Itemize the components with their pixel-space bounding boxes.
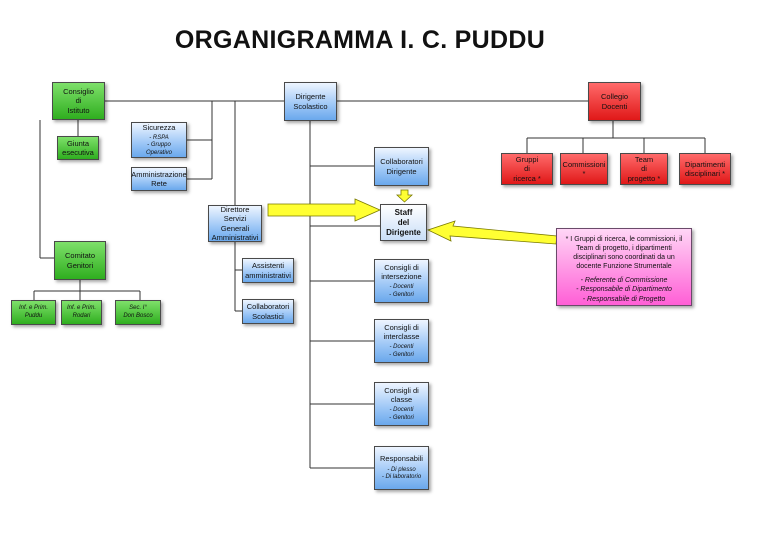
node-label: Giunta esecutiva	[62, 138, 94, 157]
genitori-rodari-box: Inf. e Prim. Rodari	[61, 300, 102, 325]
team-progetto-box: Team di progetto *	[620, 153, 668, 185]
consigli-intersezione-box: Consigli di intersezione - Docenti - Gen…	[374, 259, 429, 303]
node-label: Assistenti amministrativi	[245, 261, 291, 280]
comitato-genitori-box: Comitato Genitori	[54, 241, 106, 280]
staff-dirigente-box: Staff del Dirigente	[380, 204, 427, 241]
direttore-sga-box: Direttore Servizi Generali Amministrativ…	[208, 205, 262, 242]
collaboratori-scolastici-box: Collaboratori Scolastici	[242, 299, 294, 324]
note-item: - Referente di Commissione	[580, 277, 668, 285]
node-label: Inf. e Prim. Rodari	[66, 305, 96, 319]
node-label: Collaboratori Scolastici	[246, 302, 290, 321]
node-label: Consigli di interclasse	[383, 322, 420, 341]
consigli-classe-box: Consigli di classe - Docenti - Genitori	[374, 382, 429, 426]
node-label: Commissioni *	[562, 159, 606, 178]
collaboratori-dirigente-box: Collaboratori Dirigente	[374, 147, 429, 186]
amministrazione-rete-box: Amministrazione Rete	[131, 167, 187, 191]
node-items: - Docenti - Genitori	[389, 407, 414, 421]
sicurezza-box: Sicurezza - RSPA - Gruppo Operativo	[131, 122, 187, 158]
giunta-esecutiva-box: Giunta esecutiva	[57, 136, 99, 160]
funzione-strumentale-note: * I Gruppi di ricerca, le commissioni, i…	[556, 228, 692, 306]
highlight-arrows	[267, 189, 558, 245]
commissioni-box: Commissioni *	[560, 153, 608, 185]
dipartimenti-disciplinari-box: Dipartimenti disciplinari *	[679, 153, 731, 185]
diagram-title: ORGANIGRAMMA I. C. PUDDU	[174, 26, 546, 54]
assistenti-amministrativi-box: Assistenti amministrativi	[242, 258, 294, 283]
note-item: - Responsabile di Dipartimento	[576, 286, 672, 294]
note-list: - Referente di Commissione - Responsabil…	[561, 276, 687, 303]
node-label: Gruppi di ricerca *	[513, 154, 541, 183]
node-label: Responsabili	[380, 454, 423, 464]
node-label: Comitato Genitori	[64, 251, 95, 270]
node-label: Dipartimenti disciplinari *	[684, 159, 726, 178]
responsabili-box: Responsabili - Di plesso - Di laboratori…	[374, 446, 429, 490]
node-label: Sicurezza	[142, 122, 176, 132]
node-label: Consigli di intersezione	[381, 262, 422, 281]
node-label: Sec. I° Don Bosco	[123, 305, 153, 319]
node-label: Consiglio di Istituto	[63, 86, 94, 115]
node-label: Collaboratori Dirigente	[380, 157, 423, 176]
node-label: Collegio Docenti	[600, 92, 629, 111]
node-label: Consigli di classe	[384, 385, 419, 404]
node-label: Inf. e Prim. Puddu	[18, 305, 48, 319]
genitori-puddu-box: Inf. e Prim. Puddu	[11, 300, 56, 325]
node-label: Team di progetto *	[627, 154, 661, 183]
consigli-interclasse-box: Consigli di interclasse - Docenti - Geni…	[374, 319, 429, 363]
gruppi-ricerca-box: Gruppi di ricerca *	[501, 153, 553, 185]
node-label: Staff del Dirigente	[386, 207, 421, 237]
node-label: Direttore Servizi Generali Amministrativ…	[211, 204, 259, 242]
note-item: - Responsabile di Progetto	[582, 295, 666, 303]
node-items: - Di plesso - Di laboratorio	[381, 466, 422, 481]
node-items: - Docenti - Genitori	[389, 344, 414, 358]
node-label: Amministrazione Rete	[131, 169, 187, 188]
genitori-donbosco-box: Sec. I° Don Bosco	[115, 300, 161, 325]
node-items: - Docenti - Genitori	[389, 284, 414, 298]
node-items: - RSPA - Gruppo Operativo	[145, 134, 172, 156]
consiglio-istituto-box: Consiglio di Istituto	[52, 82, 105, 120]
collegio-docenti-box: Collegio Docenti	[588, 82, 641, 121]
dirigente-scolastico-box: Dirigente Scolastico	[284, 82, 337, 121]
node-label: Dirigente Scolastico	[293, 92, 328, 111]
note-text: * I Gruppi di ricerca, le commissioni, i…	[565, 236, 683, 271]
